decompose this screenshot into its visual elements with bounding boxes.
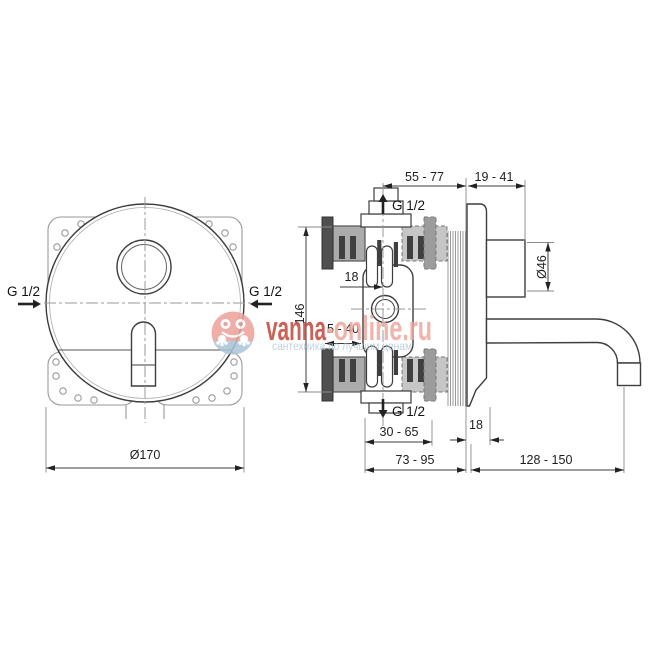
dim-73-95: 73 - 95 [365, 453, 466, 473]
g12-right-label: G 1/2 [249, 284, 282, 299]
dim-146: 146 [293, 227, 309, 392]
dim-5-40: 5 - 40 [325, 322, 361, 347]
g12-bottom-label: G 1/2 [392, 404, 425, 419]
front-view: G 1/2 G 1/2 Ø170 [7, 197, 282, 473]
arrow-left-icon [250, 299, 258, 309]
watermark-tagline: сантехника по лучшим ценам [272, 341, 412, 353]
top-inlet-pipe [321, 187, 412, 270]
g12-left-label: G 1/2 [7, 284, 40, 299]
dim-30-65: 30 - 65 [365, 425, 432, 445]
watermark-brand-suffix: -online.ru [326, 310, 432, 348]
bracket-holes [52, 220, 238, 404]
dim-73-95-label: 73 - 95 [396, 453, 435, 467]
dim-146-label: 146 [293, 304, 307, 325]
dim-18-bottom: 18 [450, 418, 504, 443]
wall-hatch [447, 231, 466, 406]
dim-18-bottom-label: 18 [469, 418, 483, 432]
arrow-down-icon [378, 410, 388, 418]
dim-55-77: 55 - 77 [383, 170, 466, 189]
side-view: G 1/2 G 1/2 55 - 77 19 - 41 146 [293, 170, 642, 473]
dim-19-41: 19 - 41 [468, 170, 525, 189]
aerator [616, 362, 642, 387]
bottom-inlet-pipe [321, 348, 412, 414]
dim-128-150: 128 - 150 [471, 453, 624, 473]
inlet-label-left: G 1/2 [7, 284, 41, 309]
watermark: vanna -online.ru сантехника по лучшим це… [211, 310, 432, 355]
inlet-label-bottom: G 1/2 [378, 399, 425, 419]
watermark-brand: vanna [266, 310, 327, 348]
lever-handle [130, 321, 157, 387]
dim-diameter-170: Ø170 [45, 407, 245, 473]
dim-128-150-label: 128 - 150 [520, 453, 573, 467]
spout [485, 318, 642, 387]
spout-base-cylinder [485, 239, 526, 298]
dim-55-77-label: 55 - 77 [405, 170, 444, 184]
in-wall-pipes [401, 216, 448, 402]
arrow-right-icon [33, 299, 41, 309]
dim-30-65-label: 30 - 65 [380, 425, 419, 439]
watermark-logo-icon [211, 311, 255, 355]
dim-170-label: Ø170 [130, 448, 161, 462]
sensor-window [116, 239, 172, 295]
arrow-up-icon [378, 194, 388, 202]
dim-46-label: Ø46 [535, 255, 549, 279]
inlet-label-right: G 1/2 [249, 284, 282, 309]
g12-top-label: G 1/2 [392, 198, 425, 213]
dim-19-41-label: 19 - 41 [475, 170, 514, 184]
dim-18-top: 18 [340, 270, 383, 290]
dim-diameter-46: Ø46 [535, 242, 551, 291]
inlet-label-top: G 1/2 [378, 194, 425, 214]
dim-18-top-label: 18 [345, 270, 359, 284]
extension-lines [298, 178, 625, 473]
dim-5-40-label: 5 - 40 [327, 322, 359, 336]
escutcheon-profile [466, 203, 488, 407]
